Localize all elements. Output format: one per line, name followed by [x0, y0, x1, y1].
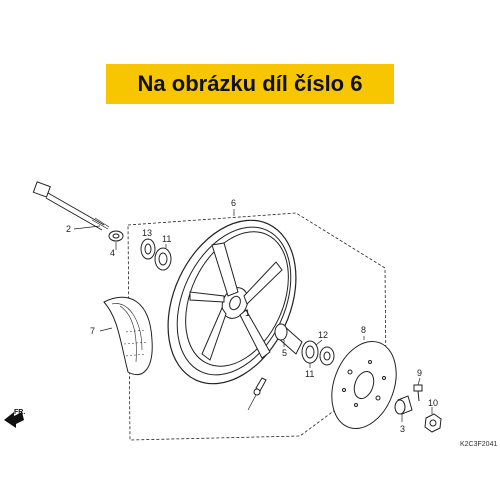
bearing-right	[301, 340, 319, 364]
callout-6: 6	[231, 198, 236, 208]
callout-1: 1	[245, 308, 250, 318]
callout-13: 13	[142, 228, 152, 238]
axle-nut	[424, 413, 442, 433]
front-direction-arrow-icon	[4, 412, 24, 428]
brake-disc	[331, 340, 397, 430]
callout-11-left: 11	[162, 234, 171, 244]
callout-8: 8	[361, 325, 366, 335]
part-number-banner: Na obrázku díl číslo 6	[106, 64, 394, 104]
callout-10: 10	[428, 398, 438, 408]
leader-lines	[73, 209, 433, 422]
callout-9: 9	[417, 368, 422, 378]
collar	[108, 230, 124, 242]
dust-seal-right	[319, 346, 335, 366]
dust-seal-left	[154, 247, 172, 271]
callout-12: 12	[318, 330, 328, 340]
callout-11-right: 11	[305, 369, 314, 379]
drawing-code: K2C3F2041	[460, 441, 497, 448]
callout-5: 5	[282, 348, 287, 358]
banner-text: Na obrázku díl číslo 6	[137, 71, 363, 96]
callout-3: 3	[400, 424, 405, 434]
callout-2: 2	[66, 224, 71, 234]
tire	[103, 296, 153, 376]
side-collar	[274, 323, 303, 355]
tire-valve	[253, 377, 267, 396]
bearing-left	[140, 238, 156, 260]
callout-4: 4	[110, 248, 115, 258]
disc-bolt	[413, 384, 423, 402]
front-direction-label: FR.	[14, 409, 25, 416]
cast-wheel	[167, 219, 297, 385]
callout-7: 7	[90, 326, 95, 336]
distance-collar	[394, 395, 413, 415]
axle-bolt	[32, 181, 110, 231]
